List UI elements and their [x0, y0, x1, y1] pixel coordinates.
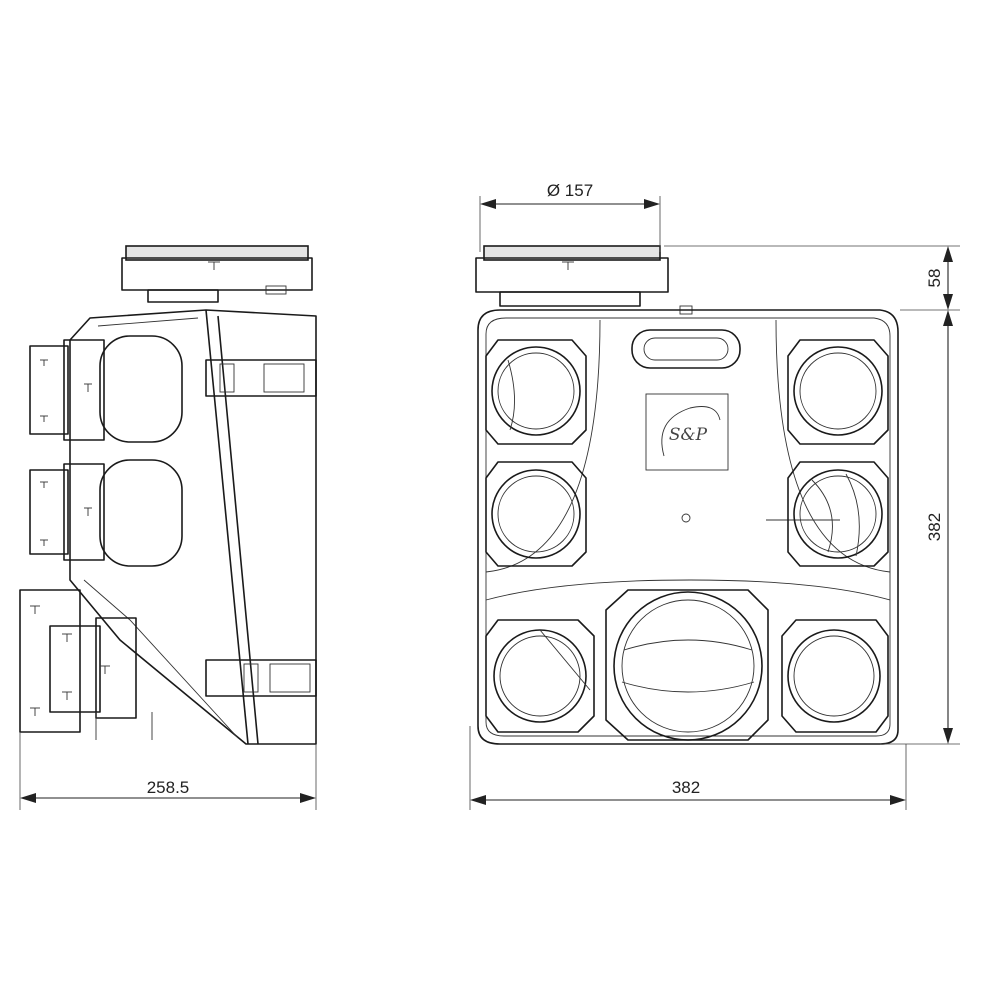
side-top-collar — [121, 245, 313, 303]
port-middle-right — [787, 461, 889, 567]
collar-diameter-label: Ø 157 — [547, 181, 593, 200]
collar-height-label: 58 — [925, 269, 944, 288]
side-housing — [69, 309, 317, 745]
port-upper-left — [485, 339, 587, 445]
brand-logo: S&P — [645, 393, 729, 471]
port-upper-right — [787, 339, 889, 445]
side-spigot-upper — [29, 335, 183, 443]
front-height-dimension: 382 — [880, 310, 960, 745]
collar-diameter-dimension: Ø 157 — [479, 181, 661, 252]
port-lower-left — [485, 619, 595, 733]
front-width-label: 382 — [672, 778, 700, 797]
side-width-label: 258.5 — [147, 778, 190, 797]
side-spigot-middle — [29, 459, 183, 567]
collar-height-dimension: 58 — [664, 245, 960, 311]
handle — [631, 329, 741, 369]
logo-text: S&P — [669, 425, 708, 445]
front-view: S&P — [469, 181, 960, 810]
port-middle-left — [485, 461, 587, 567]
side-view: 258.5 — [19, 245, 317, 810]
port-center-large — [605, 589, 769, 741]
front-top-collar — [475, 245, 693, 315]
front-housing — [477, 309, 899, 745]
front-width-dimension: 382 — [469, 726, 907, 810]
side-spigot-lower — [19, 589, 153, 740]
port-lower-right — [781, 619, 889, 733]
front-height-label: 382 — [925, 513, 944, 541]
side-width-dimension: 258.5 — [19, 732, 317, 810]
